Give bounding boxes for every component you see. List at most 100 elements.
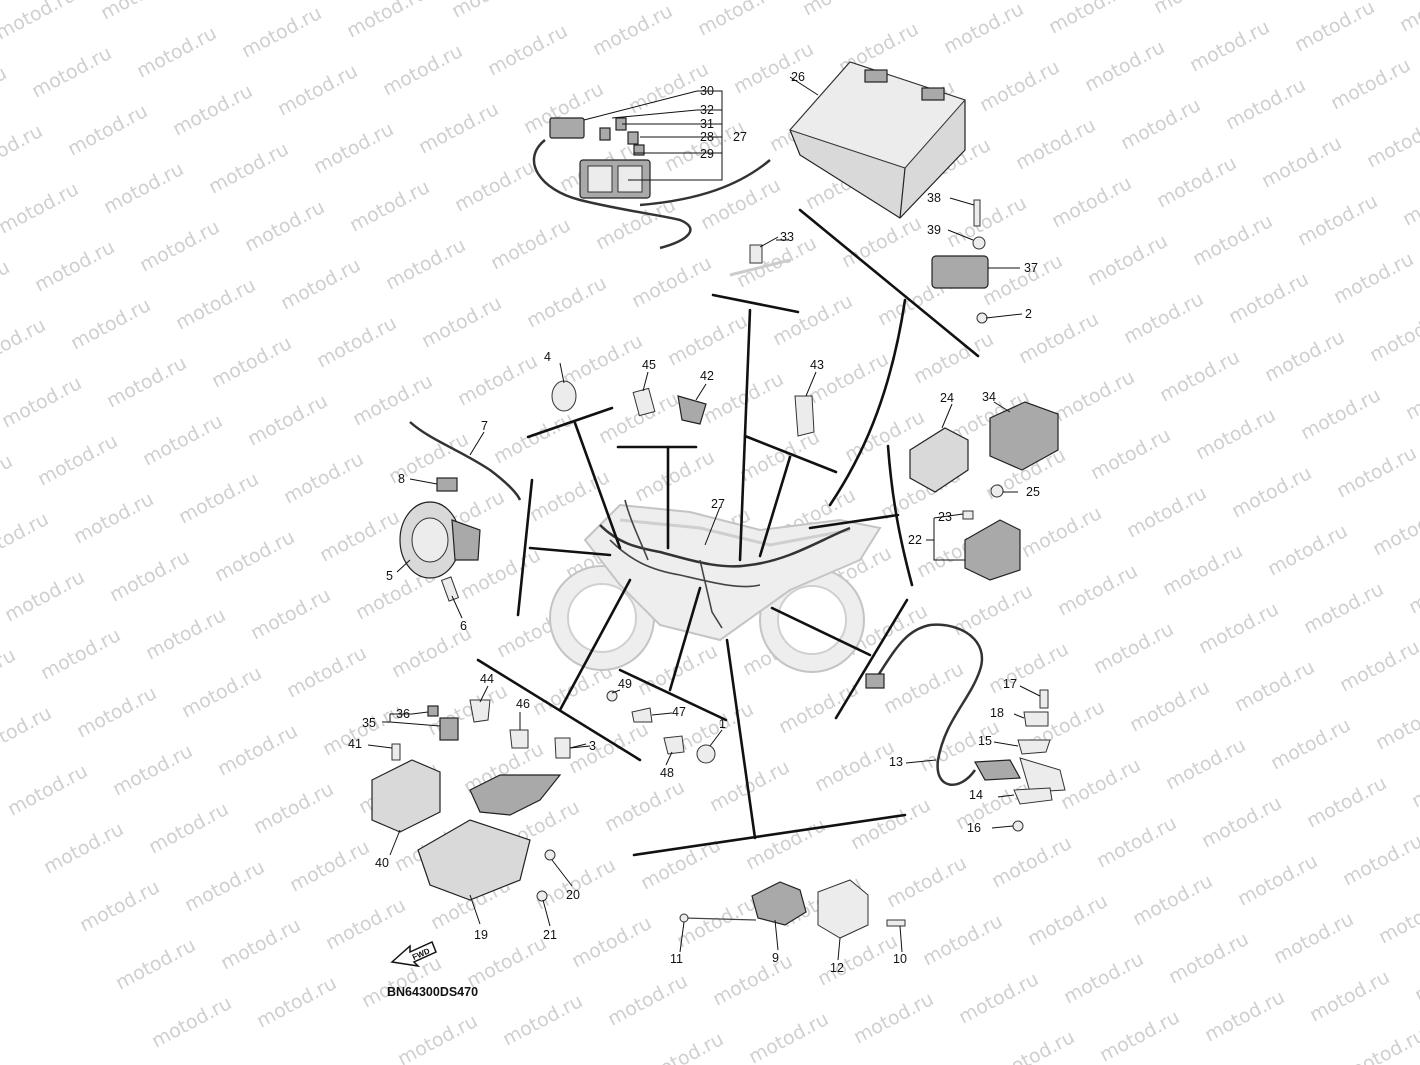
- callout-22: 22: [908, 533, 922, 547]
- callout-7: 7: [481, 419, 488, 433]
- watermark-text: motod.ru: [175, 468, 262, 528]
- watermark-text: motod.ru: [559, 330, 646, 390]
- callout-29: 29: [700, 147, 714, 161]
- watermark-text: motod.ru: [112, 934, 199, 994]
- watermark-text: motod.ru: [1258, 132, 1345, 192]
- watermark-text: motod.ru: [1093, 812, 1180, 872]
- watermark-text: motod.ru: [664, 310, 751, 370]
- watermark-text: motod.ru: [709, 950, 796, 1010]
- watermark-text: motod.ru: [940, 0, 1027, 58]
- watermark-text: motod.ru: [1222, 74, 1309, 134]
- battery-icon: [789, 61, 966, 219]
- callout-42: 42: [700, 369, 714, 383]
- watermark-text: motod.ru: [532, 854, 619, 914]
- callout-6: 6: [460, 619, 467, 633]
- watermark-text: motod.ru: [4, 760, 91, 820]
- watermark-text: motod.ru: [208, 332, 295, 392]
- callout-44: 44: [480, 672, 494, 686]
- horn-icon: [399, 501, 481, 579]
- watermark-text: motod.ru: [181, 856, 268, 916]
- callout-17: 17: [1003, 677, 1017, 691]
- watermark-text: motod.ru: [349, 370, 436, 430]
- watermark-text: motod.ru: [1300, 578, 1387, 638]
- callout-1: 1: [719, 717, 726, 731]
- callout-21: 21: [543, 928, 557, 942]
- diagram-code: BN64300DS470: [387, 985, 478, 999]
- watermark-text: motod.ru: [0, 0, 79, 44]
- watermark-text: motod.ru: [34, 430, 121, 490]
- callout-13: 13: [889, 755, 903, 769]
- watermark-text: motod.ru: [1165, 928, 1252, 988]
- watermark-text: motod.ru: [283, 642, 370, 702]
- watermark-text: motod.ru: [991, 1026, 1078, 1065]
- watermark-text: motod.ru: [415, 98, 502, 158]
- watermark-text: motod.ru: [847, 794, 934, 854]
- watermark-text: motod.ru: [1012, 114, 1099, 174]
- watermark-text: motod.ru: [250, 778, 337, 838]
- watermark-text: motod.ru: [0, 508, 52, 568]
- watermark-text: motod.ru: [1, 566, 88, 626]
- watermark-text: motod.ru: [1402, 364, 1420, 424]
- watermark-text: motod.ru: [694, 0, 781, 40]
- watermark-text: motod.ru: [1081, 36, 1168, 96]
- watermark-text: motod.ru: [1126, 676, 1213, 736]
- watermark-text: motod.ru: [1156, 346, 1243, 406]
- watermark-text: motod.ru: [217, 914, 304, 974]
- callout-16: 16: [967, 821, 981, 835]
- watermark-text: motod.ru: [0, 62, 10, 122]
- callout-27b: 27: [733, 130, 747, 144]
- watermark-text: motod.ru: [883, 852, 970, 912]
- watermark-text: motod.ru: [451, 156, 538, 216]
- watermark-text: motod.ru: [976, 56, 1063, 116]
- watermark-text: motod.ru: [1375, 888, 1420, 948]
- ecu-34: [989, 401, 1059, 471]
- callout-32: 32: [700, 103, 714, 117]
- watermark-text: motod.ru: [73, 682, 160, 742]
- watermark-text: motod.ru: [1087, 424, 1174, 484]
- watermark-text: motod.ru: [631, 446, 718, 506]
- watermark-text: motod.ru: [418, 292, 505, 352]
- watermark-text: motod.ru: [1399, 170, 1420, 230]
- watermark-text: motod.ru: [1123, 482, 1210, 542]
- watermark-text: motod.ru: [1090, 618, 1177, 678]
- callout-45: 45: [642, 358, 656, 372]
- watermark-text: motod.ru: [769, 290, 856, 350]
- watermark-text: motod.ru: [799, 0, 886, 20]
- callout-11: 11: [670, 952, 683, 966]
- watermark-text: motod.ru: [1084, 230, 1171, 290]
- callout-40: 40: [375, 856, 389, 870]
- watermark-text: motod.ru: [1369, 500, 1420, 560]
- watermark-text: motod.ru: [0, 256, 13, 316]
- watermark-text: motod.ru: [1336, 636, 1420, 696]
- watermark-text: motod.ru: [178, 662, 265, 722]
- watermark-text: motod.ru: [1198, 792, 1285, 852]
- watermark-text: motod.ru: [1045, 0, 1132, 38]
- watermark-text: motod.ru: [1267, 714, 1354, 774]
- watermark-text: motod.ru: [343, 0, 430, 42]
- watermark-text: motod.ru: [490, 408, 577, 468]
- watermark-text: motod.ru: [634, 640, 721, 700]
- watermark-text: motod.ru: [0, 178, 82, 238]
- watermark-text: motod.ru: [838, 212, 925, 272]
- watermark-text: motod.ru: [1396, 0, 1420, 36]
- watermark-text: motod.ru: [742, 814, 829, 874]
- starter-relay-22: [964, 519, 1021, 581]
- watermark-text: motod.ru: [1129, 870, 1216, 930]
- leader-lines: [367, 76, 1041, 961]
- watermark-text: motod.ru: [274, 60, 361, 120]
- watermark-text: motod.ru: [1018, 502, 1105, 562]
- watermark-text: motod.ru: [553, 0, 640, 2]
- watermark-text: motod.ru: [454, 350, 541, 410]
- callout-30: 30: [700, 84, 714, 98]
- callout-31: 31: [700, 117, 714, 131]
- watermark-text: motod.ru: [382, 234, 469, 294]
- watermark-text: motod.ru: [1294, 190, 1381, 250]
- callout-20: 20: [566, 888, 580, 902]
- callout-10: 10: [893, 952, 907, 966]
- watermark-text: motod.ru: [730, 38, 817, 98]
- callout-48: 48: [660, 766, 674, 780]
- watermark-text: motod.ru: [139, 410, 226, 470]
- watermark-text: motod.ru: [1333, 442, 1420, 502]
- watermark-text: motod.ru: [145, 798, 232, 858]
